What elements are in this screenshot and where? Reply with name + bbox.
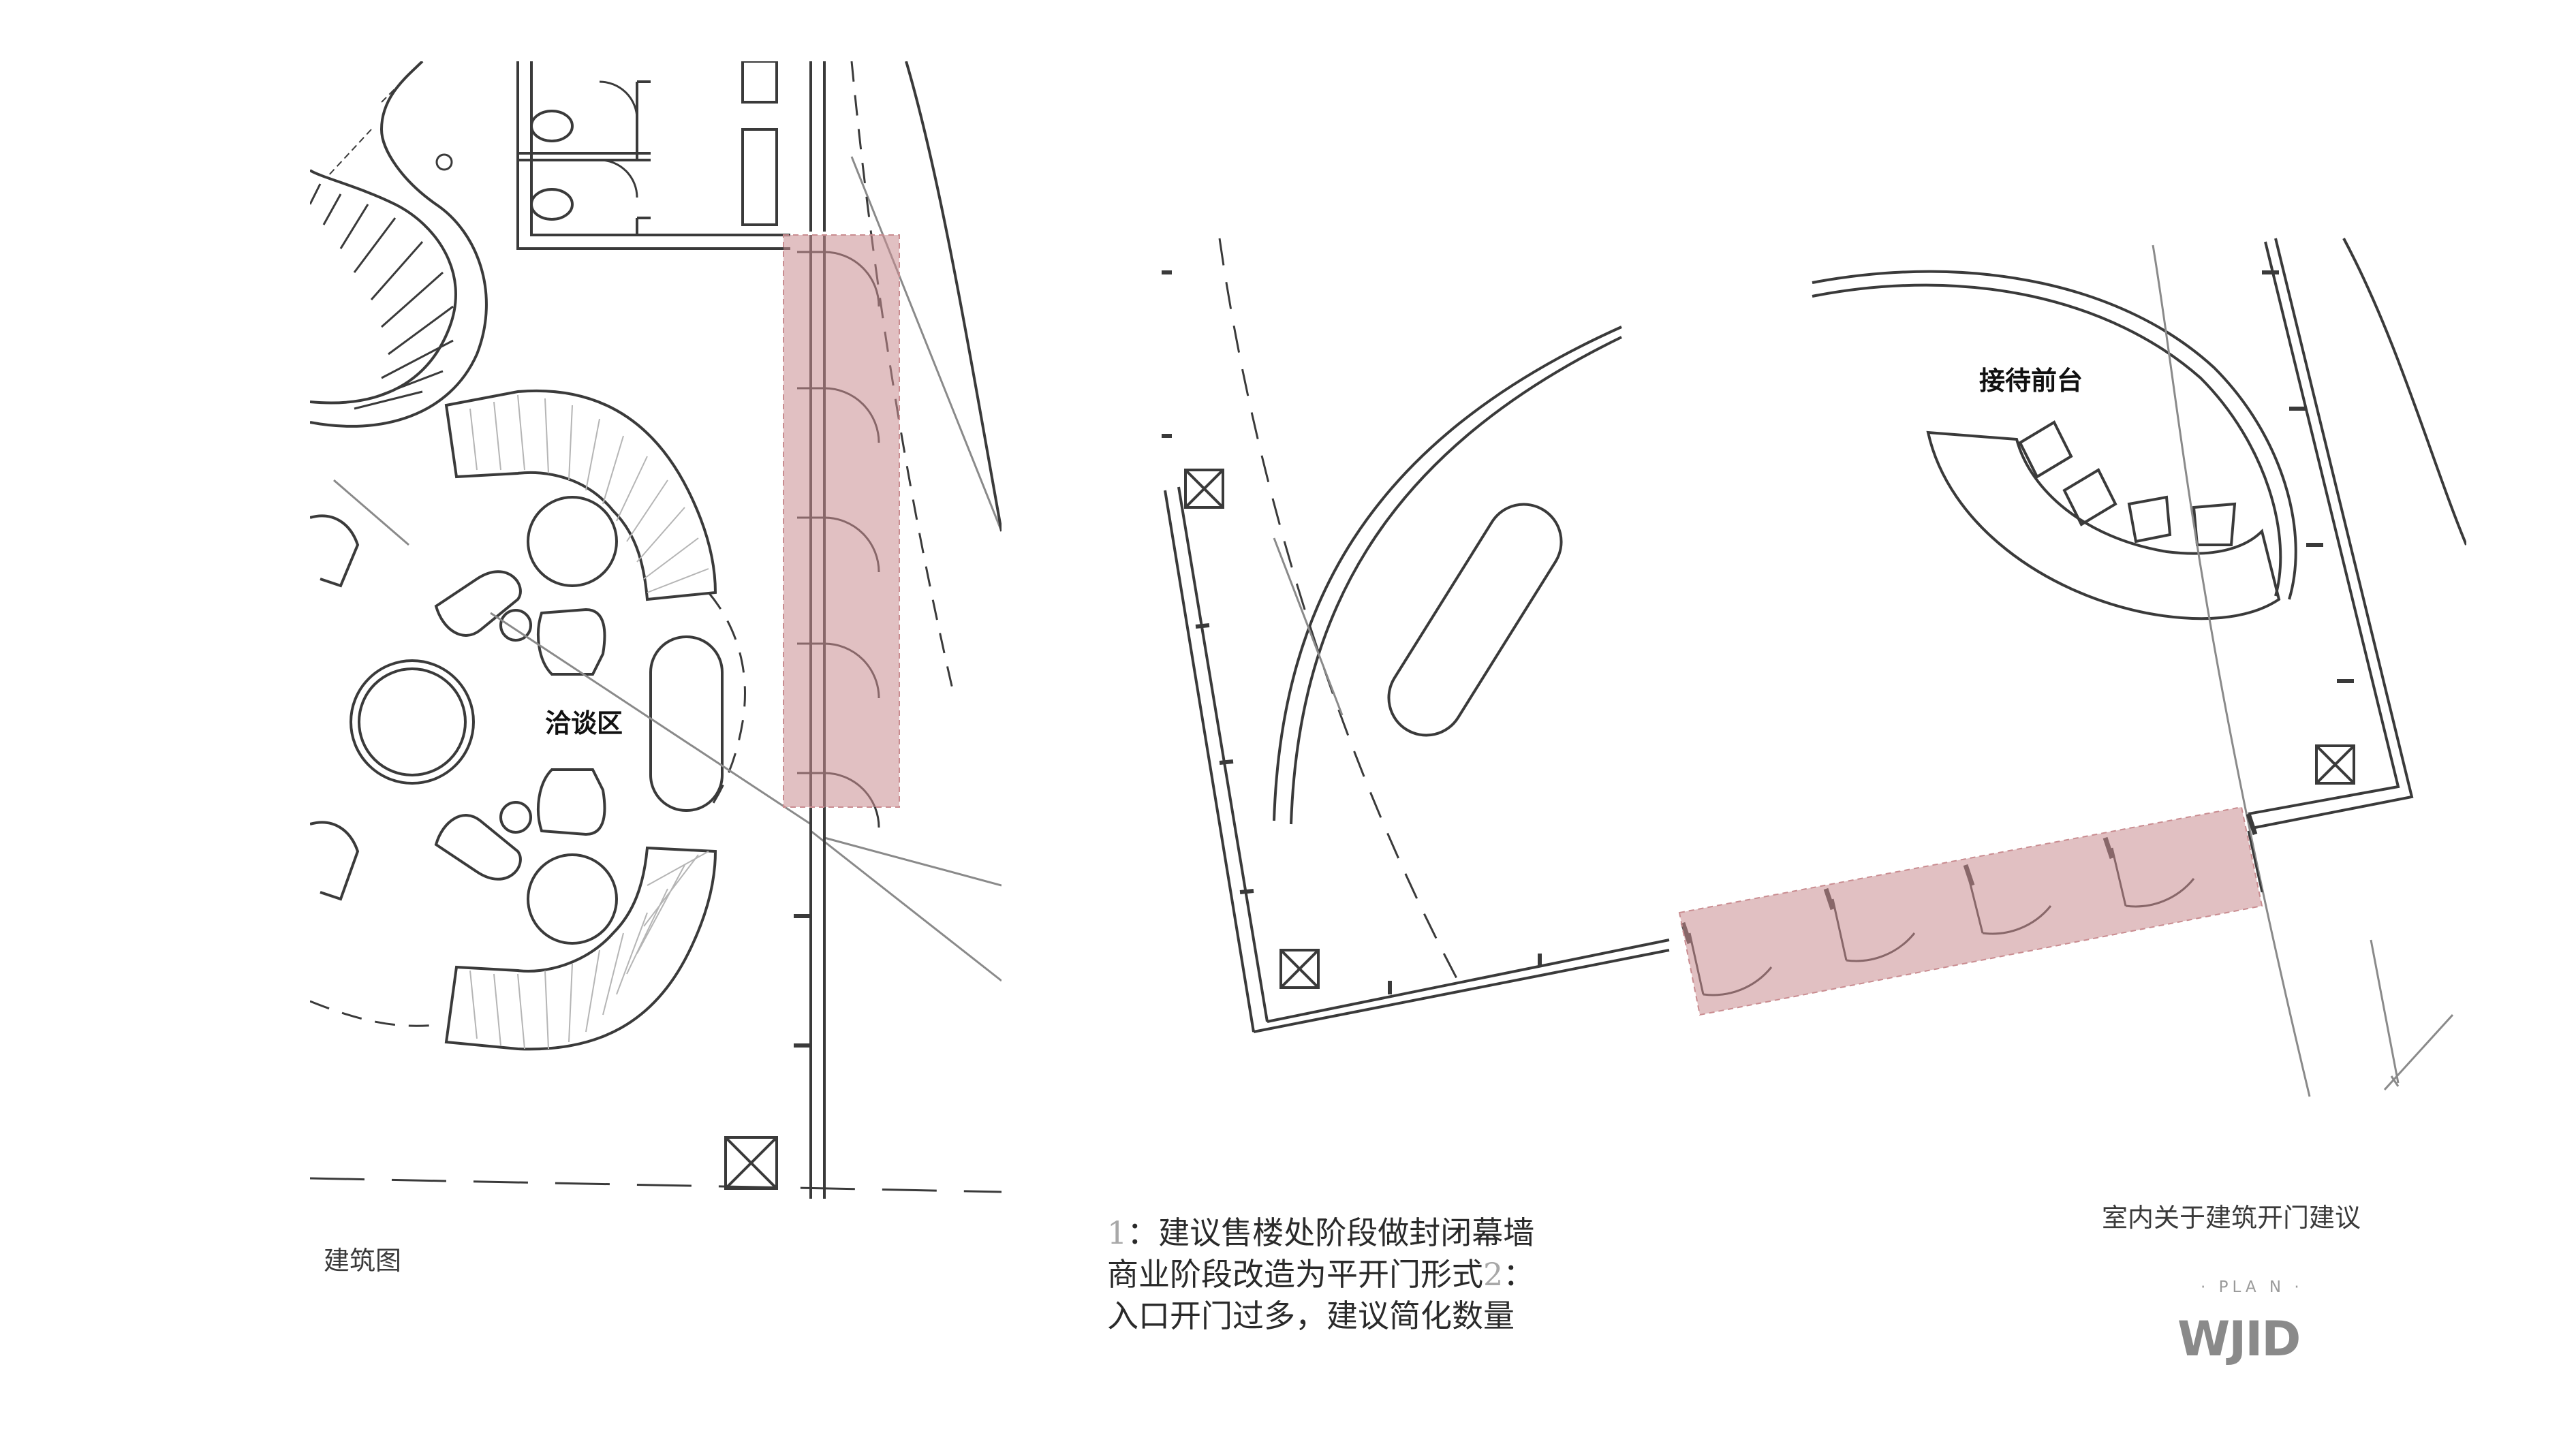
wall-right: [2248, 238, 2414, 829]
zone-boundary: [310, 592, 746, 1027]
guide-line-bottom: [2370, 939, 2454, 1091]
wall-bottom: [1253, 939, 1670, 1033]
coffee-table-oval: [649, 635, 724, 812]
structural-column: [724, 1136, 778, 1190]
curved-sofa-bottom: [444, 846, 717, 1051]
toilet: [530, 188, 574, 221]
reception-desk: [1926, 430, 2281, 620]
sink-counter: [741, 61, 778, 104]
right-plan-caption: 室内关于建筑开门建议: [2102, 1203, 2361, 1233]
guide-line: [1273, 245, 2311, 1097]
area-label-reception: 接待前台: [1979, 366, 2083, 396]
note-text-1: ：建议售楼处阶段做封闭幕墙: [1127, 1214, 1535, 1251]
left-plan-caption: 建筑图: [324, 1246, 402, 1276]
toilet: [530, 110, 574, 142]
sink-counter: [741, 128, 778, 226]
reception-chair: [2018, 420, 2237, 546]
guide-lines: [333, 156, 1002, 982]
armchair: [434, 570, 522, 637]
column-cross: [724, 1136, 778, 1190]
lounge-table: [1387, 503, 1563, 737]
note-text-2b: ：: [1503, 1256, 1535, 1293]
columns: [1184, 469, 2355, 989]
armchair-partial: [310, 514, 360, 901]
facade-curve: [905, 61, 1002, 532]
round-table-large: [358, 667, 467, 776]
note-line-3: 入口开门过多，建议简化数量: [1107, 1295, 1534, 1337]
wall-right-ext: [2342, 238, 2466, 546]
magnifier-icon: [435, 153, 453, 171]
curved-wall-top: [1812, 270, 2297, 600]
logo-wordmark: WJID: [2177, 1311, 2301, 1367]
stair-hatching: [326, 61, 423, 178]
door-highlight-right: [1678, 806, 2263, 1016]
side-table: [499, 801, 532, 834]
sofa-hatching: [469, 394, 709, 1050]
stall-door-arcs: [599, 80, 638, 198]
dashed-boundary: [1218, 238, 1459, 981]
logo-subtitle: · PLA N ·: [2201, 1278, 2303, 1296]
side-table: [499, 609, 532, 642]
mullions: [1162, 270, 2354, 994]
note-number-1: 1: [1107, 1214, 1128, 1251]
round-table-large: [350, 659, 475, 785]
armchair: [537, 608, 606, 676]
armchair: [434, 814, 522, 881]
restroom-wall: [809, 61, 826, 232]
area-label-negotiation: 洽谈区: [545, 708, 623, 738]
armchair: [537, 768, 606, 836]
curved-wall: [1273, 326, 1622, 825]
company-logo: · PLA N · WJID: [2173, 1277, 2330, 1372]
toilet-stall-walls: [518, 80, 651, 235]
round-table: [527, 496, 618, 587]
note-line-2: 商业阶段改造为平开门形式2：: [1107, 1254, 1534, 1295]
note-text-2a: 商业阶段改造为平开门形式: [1107, 1256, 1483, 1293]
note-line-1: 1：建议售楼处阶段做封闭幕墙: [1107, 1212, 1534, 1254]
mullions: [794, 914, 811, 1048]
door-highlight-left: [783, 234, 900, 808]
round-table: [527, 853, 618, 945]
bottom-boundary: [310, 1177, 1002, 1193]
wall-left: [1164, 486, 1269, 1033]
note-number-2: 2: [1483, 1256, 1504, 1293]
stair-treads: [310, 183, 454, 410]
restroom-block: [516, 61, 790, 250]
spiral-stair-outer: [310, 61, 488, 428]
recommendation-notes: 1：建议售楼处阶段做封闭幕墙 商业阶段改造为平开门形式2： 入口开门过多，建议简…: [1107, 1212, 1534, 1337]
curved-sofa-top: [444, 389, 717, 601]
note-text-3: 入口开门过多，建议简化数量: [1107, 1297, 1515, 1334]
